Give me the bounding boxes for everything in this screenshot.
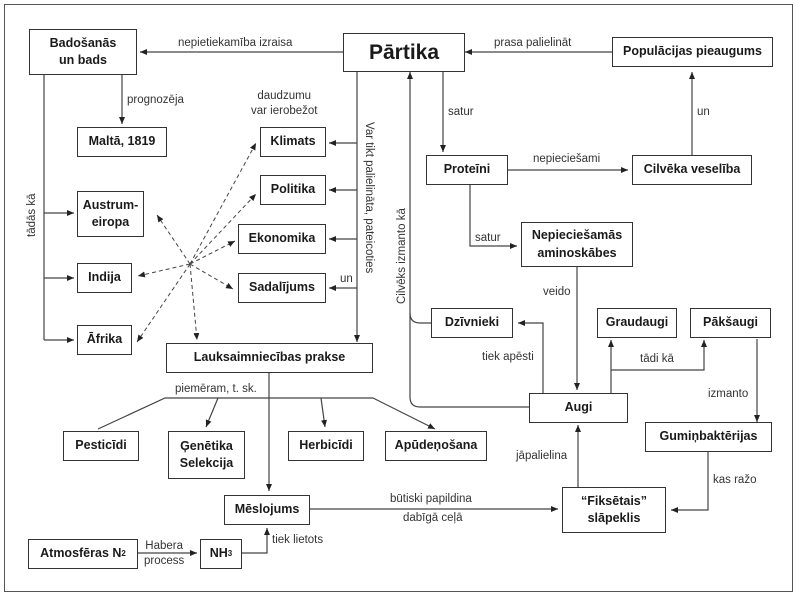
edge-nh3-meslojums <box>242 528 270 554</box>
dash-to-politika <box>189 193 257 265</box>
label-japalielina: jāpalielina <box>516 450 568 462</box>
node-graudaugi: Graudaugi <box>597 308 677 338</box>
label-izmanto: izmanto <box>708 388 749 400</box>
edge-augi-dzivnieki <box>518 320 544 393</box>
node-malta: Maltā, 1819 <box>77 127 167 157</box>
node-klimats: Klimats <box>260 127 326 157</box>
label-un-sadalijums: un <box>340 273 353 285</box>
label-satur-proteini: satur <box>475 232 501 244</box>
label-cilveks-izmanto: Cilvēks izmanto kā <box>396 208 408 304</box>
node-populacijas: Populācijas pieaugums <box>612 37 773 67</box>
node-augi: Augi <box>529 393 628 423</box>
dash-to-austrumeiropa <box>156 214 191 265</box>
dash-to-klimats <box>189 142 257 265</box>
node-herbicidi: Herbicīdi <box>288 431 364 461</box>
node-genetika: Ģenētika Selekcija <box>168 431 245 479</box>
node-ekonomika: Ekonomika <box>238 224 326 254</box>
label-tiek-apesti: tiek apēsti <box>482 351 534 363</box>
edge-cilveks-izmanto <box>407 72 529 408</box>
dash-to-afrika <box>136 263 191 343</box>
node-politika: Politika <box>260 175 326 205</box>
node-paksaugi: Pākšaugi <box>690 308 771 338</box>
label-tadi-ka: tādi kā <box>640 353 674 365</box>
label-habera: Habera process <box>144 540 185 567</box>
label-prognozeja: prognozēja <box>127 94 184 106</box>
label-dabiga: dabīgā ceļā <box>403 512 463 524</box>
label-butiski: būtiski papildina <box>390 493 472 505</box>
edge-tadi-ka-paksaugi <box>611 340 707 371</box>
label-satur-partika: satur <box>448 106 474 118</box>
node-afrika: Āfrika <box>77 325 132 355</box>
node-indija: Indija <box>77 263 132 293</box>
node-lauksaimniecibas: Lauksaimniecības prakse <box>166 343 373 373</box>
label-un-populacija: un <box>697 106 710 118</box>
node-apudenosana: Apūdeņošana <box>385 431 487 461</box>
node-austrumeiropa: Austrum- eiropa <box>77 191 144 237</box>
label-tadas-ka: tādās kā <box>26 193 38 237</box>
label-prasa: prasa palielināt <box>494 37 572 49</box>
dash-to-indija <box>137 263 191 278</box>
edge-to-herbicidi <box>320 397 328 428</box>
node-pesticidi: Pesticīdi <box>63 431 139 461</box>
edge-proteini-aminoskabes <box>469 185 517 249</box>
node-sadalijums: Sadalījums <box>238 273 326 303</box>
diagram-frame <box>4 4 793 592</box>
edge-to-genetika <box>205 397 219 428</box>
atmosferas-subscript: 2 <box>121 549 126 559</box>
label-nepietiekamiba: nepietiekamība izraisa <box>178 37 293 49</box>
node-badosanas: Badošanās un bads <box>29 29 137 75</box>
edge-dzivnieki-join <box>409 312 431 324</box>
label-nepieciesami: nepieciešami <box>533 153 601 165</box>
atmosferas-text: Atmosfēras N <box>40 546 122 561</box>
node-cilveka-veseliba: Cilvēka veselība <box>632 155 752 185</box>
edge-guminbakterijas-fiksetais <box>671 451 709 513</box>
dash-to-ekonomika <box>189 240 236 265</box>
label-piemeram: piemēram, t. sk. <box>175 383 257 395</box>
node-aminoskabes: Nepieciešamās aminoskābes <box>521 222 633 267</box>
dash-to-lauksaimniecibas <box>189 263 200 341</box>
label-var-tikt: Var tikt palielināta, pateicoties <box>363 122 375 274</box>
dash-to-sadalijums <box>189 263 234 290</box>
edge-piemeram-bar <box>97 397 436 430</box>
label-tiek-lietots: tiek lietots <box>272 534 324 546</box>
node-guminbakterijas: Gumiņbaktērijas <box>645 422 772 452</box>
node-partika: Pārtika <box>343 33 465 72</box>
label-veido: veido <box>543 286 571 298</box>
node-fiksetais: “Fiksētais” slāpeklis <box>562 487 666 533</box>
node-dzivnieki: Dzīvnieki <box>431 308 513 338</box>
node-meslojums: Mēslojums <box>224 495 310 525</box>
nh3-text: NH <box>209 546 228 561</box>
nh3-subscript: 3 <box>227 549 233 559</box>
label-daudzumu: daudzumu var ierobežot <box>251 90 318 117</box>
label-kas-razo: kas ražo <box>713 474 757 486</box>
node-proteini: Proteīni <box>426 155 508 185</box>
